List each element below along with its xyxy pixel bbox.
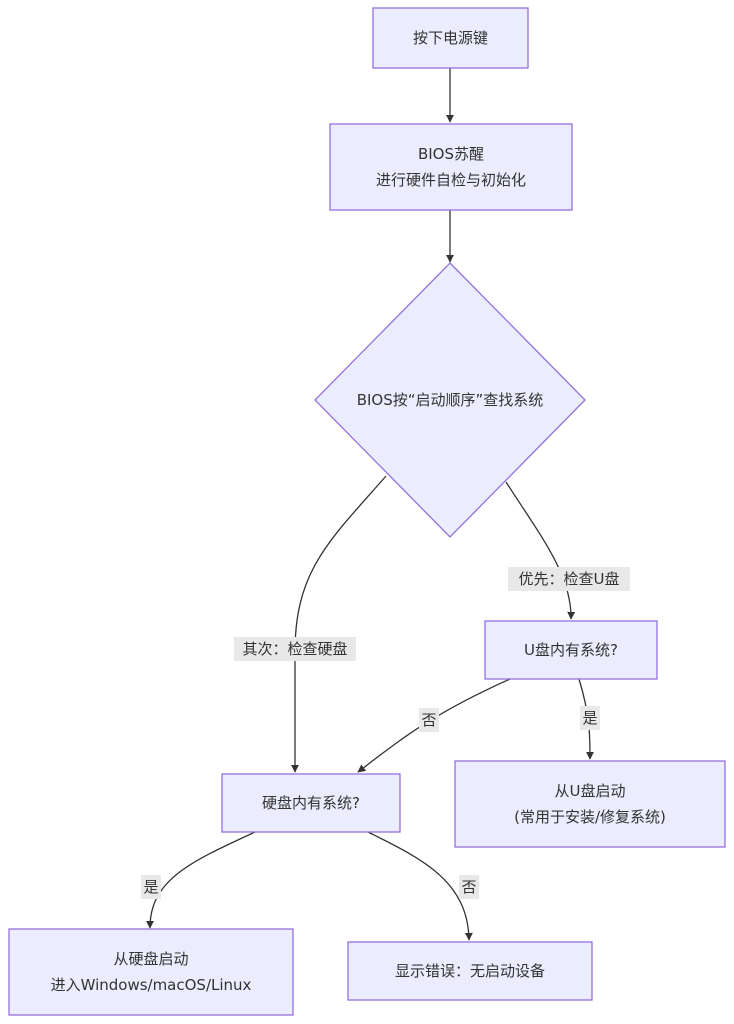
node-error: 显示错误：无启动设备 [347, 941, 593, 1001]
decision-diamond [314, 262, 586, 538]
edge-label-text: 是 [143, 878, 158, 896]
edge-label-text: 否 [461, 878, 476, 896]
node-label-line: U盘内有系统? [524, 641, 618, 659]
edge-label-background [234, 637, 356, 661]
edge-label-hdd_check-to-hdd_boot: 是 [141, 875, 161, 899]
process-box [372, 7, 529, 69]
edge-label-background [580, 706, 600, 730]
node-label-line: 硬盘内有系统? [262, 794, 360, 812]
edge-label-text: 优先：检查U盘 [519, 570, 620, 588]
node-label-line: 从U盘启动 [555, 782, 626, 800]
process-box [221, 773, 401, 833]
edge-line [505, 481, 576, 620]
edge-label-hdd_check-to-error: 否 [459, 875, 479, 899]
edge-hdd_check-to-error [367, 831, 473, 941]
node-label-line: BIOS苏醒 [418, 145, 484, 163]
edge-label-search-to-usb_check: 优先：检查U盘 [508, 567, 630, 591]
edge-labels-layer: 优先：检查U盘其次：检查硬盘是否是否 [141, 567, 630, 899]
edge-line [367, 831, 473, 941]
process-box [347, 941, 593, 1001]
node-label-line: 显示错误：无启动设备 [395, 962, 545, 980]
process-box [454, 760, 726, 848]
edge-label-text: 是 [582, 709, 597, 727]
node-label-line: BIOS按“启动顺序”查找系统 [357, 391, 544, 409]
edge-label-background [459, 875, 479, 899]
edge-label-text: 否 [421, 711, 436, 729]
edge-label-background [419, 708, 439, 732]
edge-label-text: 其次：检查硬盘 [242, 640, 347, 658]
edge-hdd_check-to-hdd_boot [146, 831, 256, 929]
edge-search-to-usb_check [505, 481, 576, 620]
edge-label-background [508, 567, 630, 591]
edge-label-background [141, 875, 161, 899]
node-label-line: 按下电源键 [413, 29, 488, 47]
edge-line [291, 475, 387, 773]
node-usb-boot: 从U盘启动 (常用于安装/修复系统) [454, 760, 726, 848]
process-box [329, 123, 573, 211]
node-label-line: 进入Windows/macOS/Linux [51, 976, 252, 994]
node-label-line: (常用于安装/修复系统) [514, 808, 666, 826]
node-usb-check: U盘内有系统? [484, 620, 658, 680]
edge-label-search-to-hdd_check: 其次：检查硬盘 [234, 637, 356, 661]
node-power: 按下电源键 [372, 7, 529, 69]
edge-label-usb_check-to-hdd_check: 否 [419, 708, 439, 732]
node-label-line: 进行硬件自检与初始化 [376, 171, 526, 189]
edge-line [146, 831, 256, 929]
process-box [8, 928, 294, 1016]
node-label-line: 从硬盘启动 [113, 950, 188, 968]
edge-search-to-hdd_check [291, 475, 387, 773]
edge-label-usb_check-to-usb_boot: 是 [580, 706, 600, 730]
node-hdd-check: 硬盘内有系统? [221, 773, 401, 833]
node-search: BIOS按“启动顺序”查找系统 [314, 262, 586, 538]
process-box [484, 620, 658, 680]
